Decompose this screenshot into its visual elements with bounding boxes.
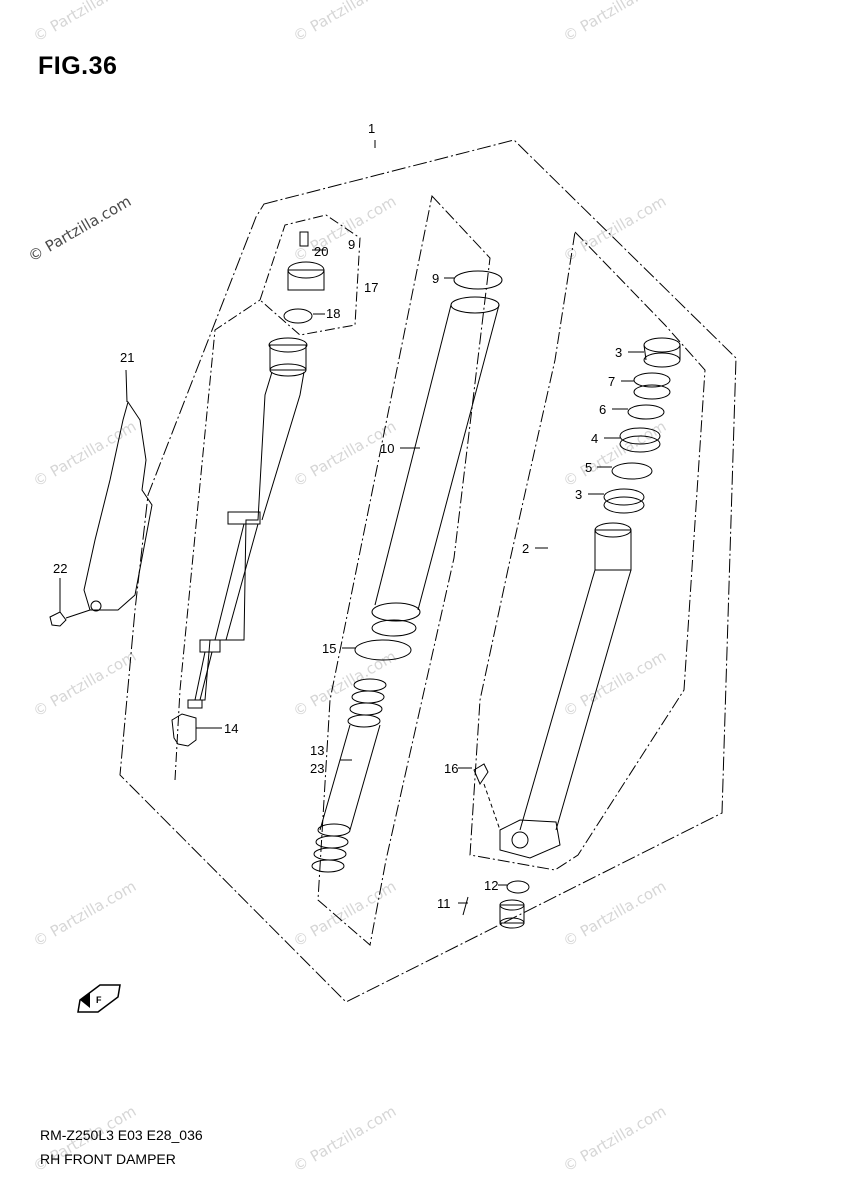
assembly-boundary [119,139,737,1003]
part-label-9-top: 9 [348,237,355,252]
part-label-16: 16 [444,761,458,776]
part-3-bushing [643,337,681,353]
part-label-14: 14 [224,721,238,736]
part-label-7: 7 [608,374,615,389]
part-label-20: 20 [314,244,328,259]
part-label-22: 22 [53,561,67,576]
leader-line [125,369,128,403]
part-11-cap-bolt [499,899,525,929]
part-9-ring [453,270,503,290]
part-4-oil-seal [619,427,661,445]
part-label-5: 5 [585,460,592,475]
part-label-11: 11 [437,896,451,911]
part-label-15: 15 [322,641,336,656]
front-direction-arrow-icon: F [77,984,121,1013]
part-12-o-ring [506,880,530,894]
part-18-ring [283,308,313,324]
diagram-name: RH FRONT DAMPER [40,1151,176,1167]
damper-rod-assembly [187,337,308,709]
part-label-10: 10 [380,441,394,456]
leader-line [462,896,469,916]
part-10-inner-tube [371,296,500,637]
part-label-17: 17 [364,280,378,295]
cartridge-leader-boundary [174,299,261,781]
outer-tube-boundary [469,230,706,871]
part-label-2: 2 [522,541,529,556]
part-label-9: 9 [432,271,439,286]
part-label-12: 12 [484,878,498,893]
part-label-13: 13 [310,743,324,758]
cartridge-boundary [259,214,361,336]
part-label-3: 3 [615,345,622,360]
part-label-1: 1 [368,121,375,136]
part-label-21: 21 [120,350,134,365]
part-5-clip [611,462,653,480]
part-label-3-lower: 3 [575,487,582,502]
part-14-bushing [171,713,197,747]
part-16-bolt [473,763,489,786]
part-7-bushing [633,372,671,388]
part-21-guard-plate [83,400,153,611]
figure-title: FIG.36 [38,52,118,80]
diagram-code: RM-Z250L3 E03 E28_036 [40,1127,203,1143]
part-2-outer-tube [499,522,632,859]
part-8-dust-seal [603,488,645,506]
part-20-bolt [299,231,309,247]
inner-tube-boundary [317,194,491,946]
part-15-ring [354,639,412,661]
part-label-4: 4 [591,431,598,446]
part-13-spring [311,678,387,873]
part-label-23: 23 [310,761,324,776]
part-22-bolt [49,611,67,627]
part-6-washer [627,404,665,420]
part-cap-body [287,269,325,291]
part-label-6: 6 [599,402,606,417]
svg-text:F: F [96,995,102,1005]
part-label-18: 18 [326,306,340,321]
